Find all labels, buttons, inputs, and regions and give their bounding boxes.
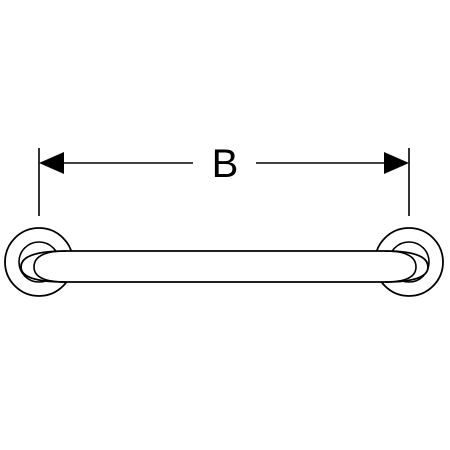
left-arrowhead (39, 152, 64, 174)
right-arrowhead (384, 152, 409, 174)
dimension-label: B (212, 142, 239, 186)
grab-bar (20, 250, 429, 283)
dimension-annotation: B (38, 142, 410, 216)
